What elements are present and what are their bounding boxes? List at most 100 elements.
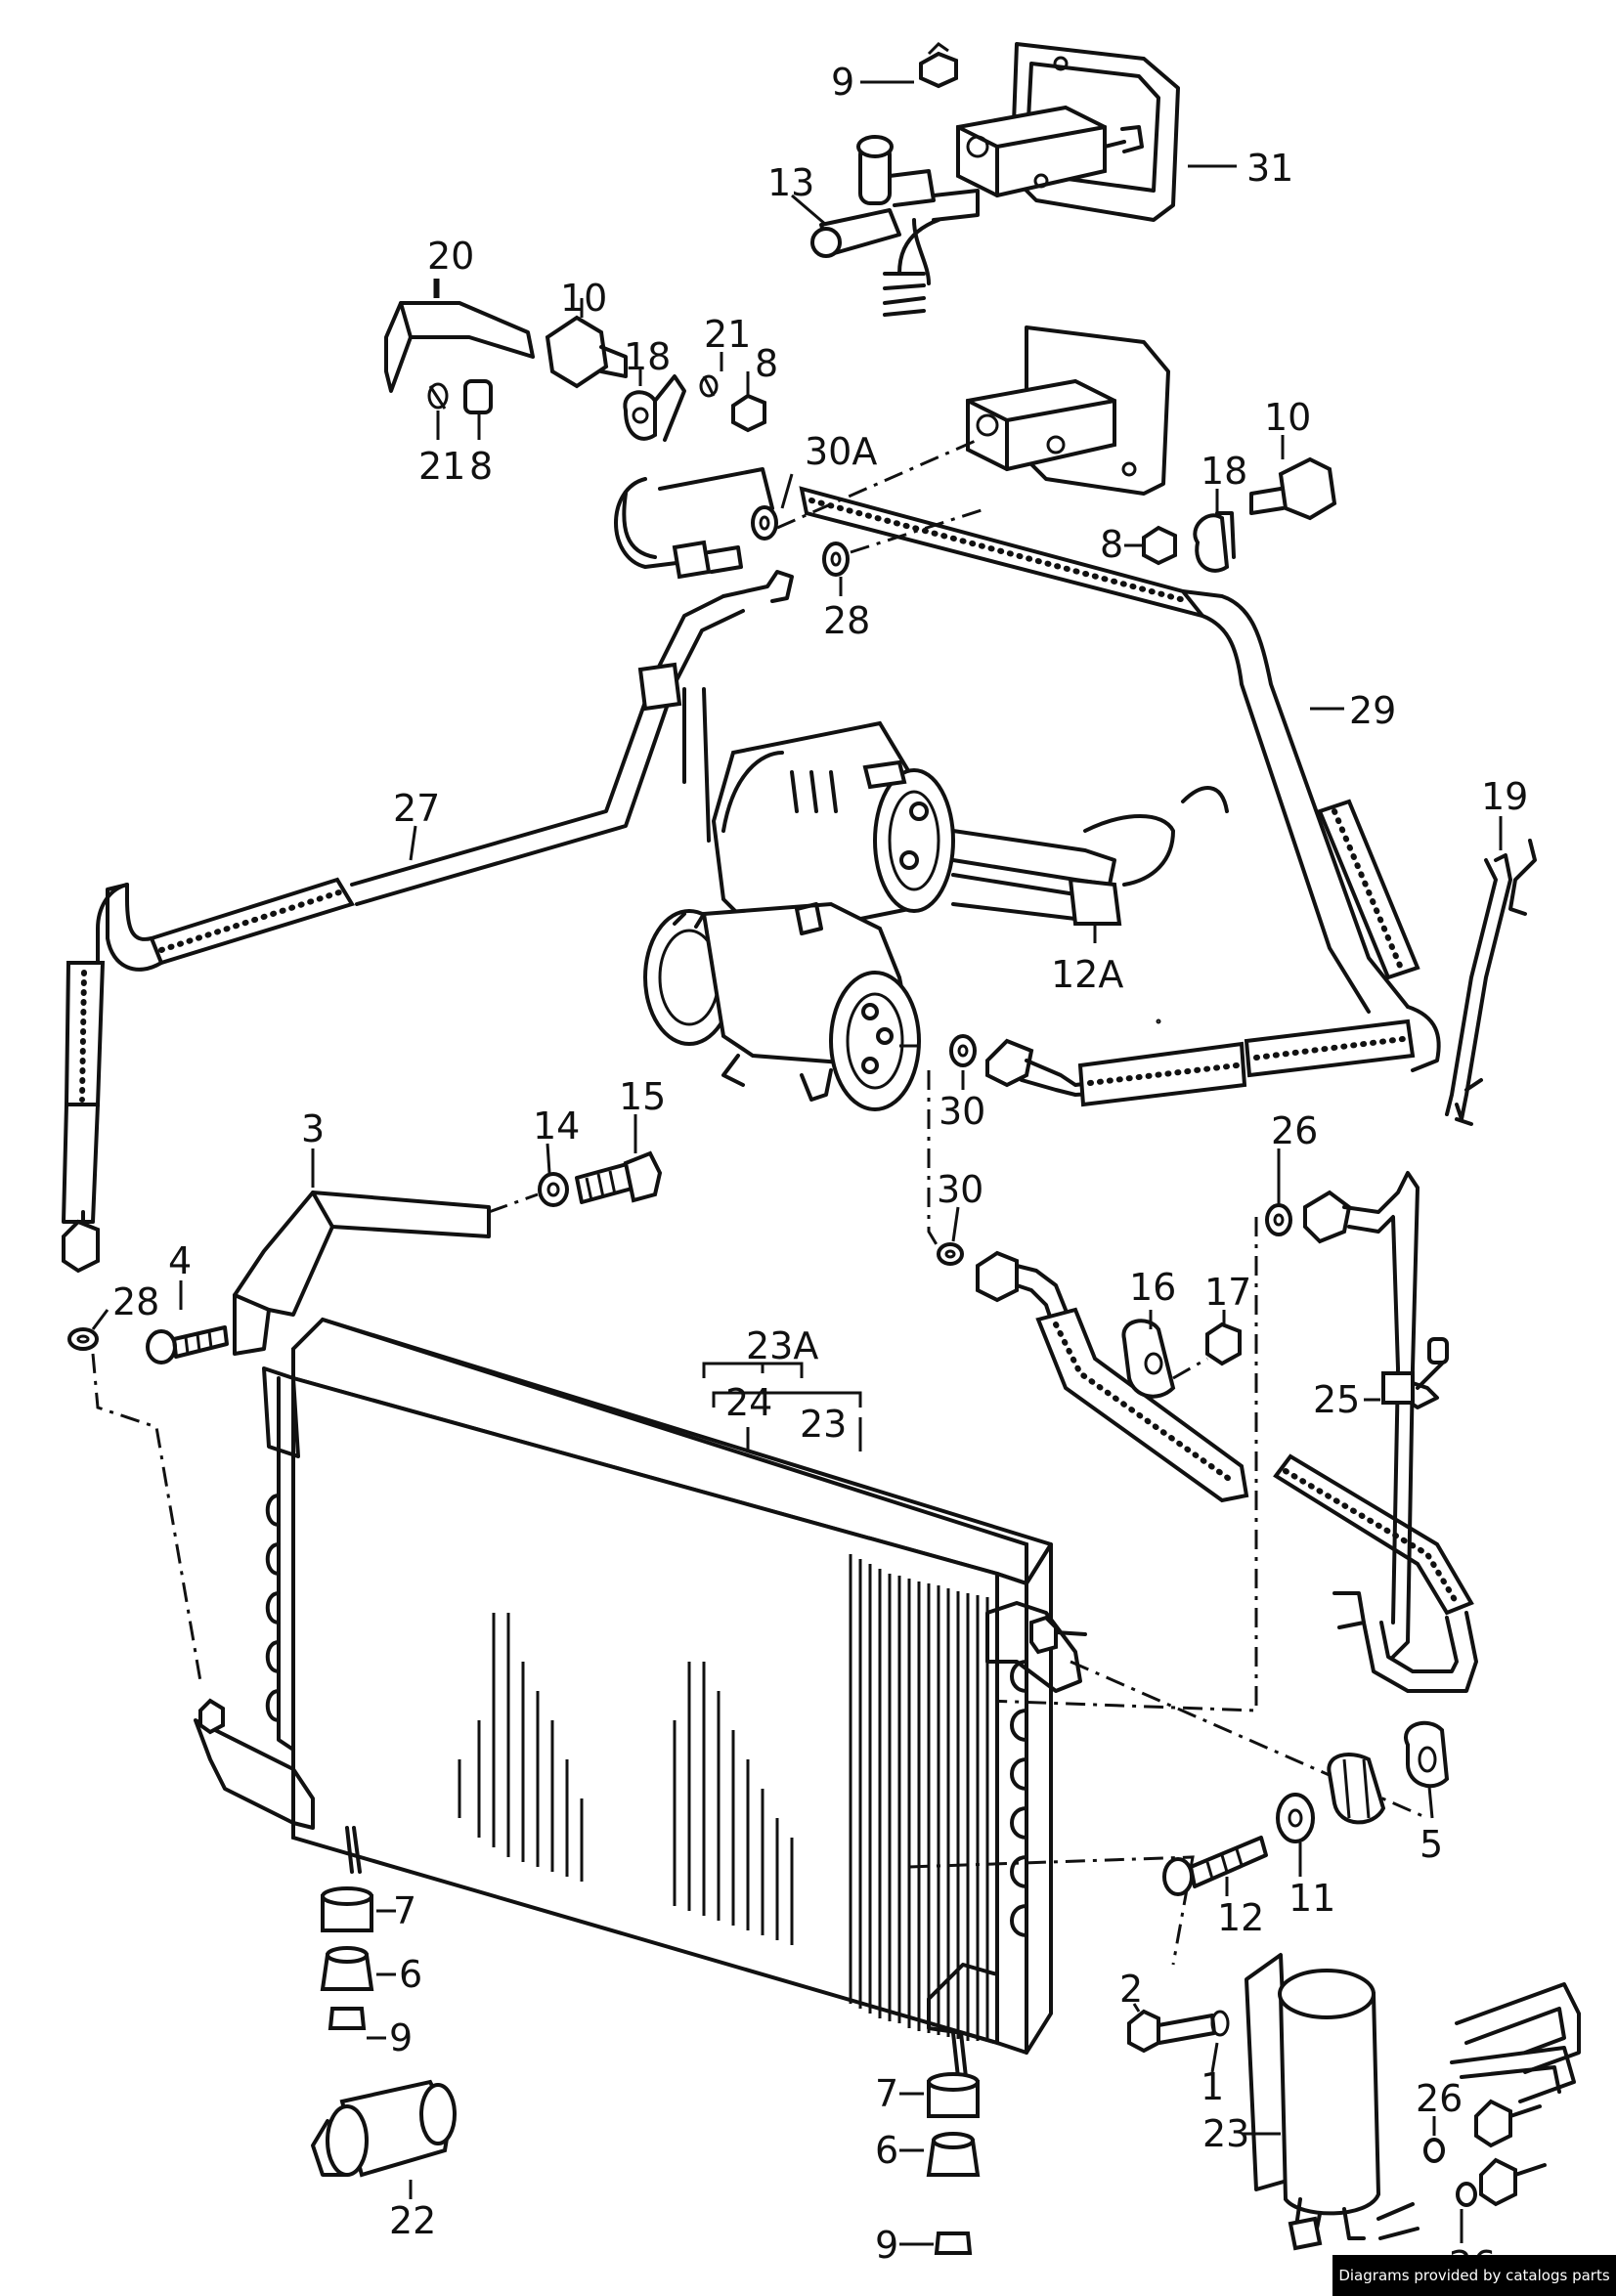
washer-30a (751, 505, 778, 541)
bracket-3 (233, 1191, 491, 1356)
callout-30: 30 (939, 1090, 985, 1133)
callout-5: 5 (1419, 1823, 1443, 1866)
pressure-switch-22 (311, 2079, 457, 2178)
nut-17 (1205, 1321, 1242, 1366)
callout-17: 17 (1204, 1271, 1251, 1314)
callout-28: 28 (823, 599, 870, 642)
callout-9: 9 (831, 61, 854, 104)
hook-19 (1445, 839, 1537, 1126)
pressure-switch-13 (810, 135, 980, 317)
dash-left (91, 1353, 202, 1682)
washer-30-lower (937, 1242, 964, 1266)
pipe-27 (62, 570, 794, 1274)
washer-1 (1210, 2010, 1230, 2037)
callout-11: 11 (1288, 1877, 1335, 1920)
callout-27: 27 (393, 787, 440, 830)
callout-30: 30 (937, 1168, 983, 1211)
callout-21: 21 (704, 313, 751, 356)
bushing-5 (1404, 1720, 1450, 1789)
leader-30a (780, 473, 794, 509)
callout-20: 20 (427, 235, 474, 278)
screw-12 (1162, 1836, 1268, 1896)
washer-28-top (822, 542, 850, 577)
callout-7: 7 (875, 2072, 898, 2115)
pipe-25 (1303, 1171, 1449, 1659)
callout-19: 19 (1481, 775, 1528, 818)
callout-26: 26 (1271, 1109, 1318, 1152)
callout-28: 28 (112, 1280, 159, 1323)
callout-31: 31 (1246, 147, 1293, 190)
compressor-lower (643, 901, 921, 1111)
nut-10-right (1249, 456, 1337, 521)
dash-14 (488, 1192, 539, 1214)
callout-6: 6 (875, 2129, 898, 2172)
callout-8: 8 (755, 342, 778, 385)
nut-8-low (463, 379, 493, 414)
callout-18: 18 (1201, 450, 1247, 493)
callout-4: 4 (168, 1239, 192, 1282)
dash-16-17 (1172, 1357, 1208, 1380)
callout-8: 8 (469, 445, 493, 488)
bracket-20 (384, 279, 535, 393)
callout-24: 24 (725, 1381, 772, 1424)
screw-4 (146, 1325, 229, 1365)
callout-16: 16 (1129, 1266, 1176, 1309)
credit-banner[interactable]: Diagrams provided by catalogs parts (1332, 2255, 1616, 2296)
leader-13 (791, 194, 827, 227)
clamp-near-25 (1332, 1591, 1366, 1629)
washer-28-left (67, 1327, 99, 1351)
callout-1: 1 (1201, 2065, 1224, 2108)
clip-18-left (623, 374, 686, 442)
callout-30a: 30A (805, 430, 877, 473)
leader-2 (1132, 2003, 1141, 2013)
dash-28 (850, 506, 988, 554)
callout-25: 25 (1313, 1378, 1360, 1421)
callout-9: 9 (875, 2224, 898, 2267)
dash-30a (776, 438, 979, 530)
washer-26-low (1456, 2182, 1477, 2207)
bushing-grommet (1327, 1753, 1386, 1825)
callout-10: 10 (1264, 396, 1311, 439)
callout-12: 12 (1217, 1896, 1264, 1939)
dash-receiver (908, 1855, 1195, 1966)
callout-14: 14 (533, 1105, 580, 1148)
callout-8: 8 (1100, 523, 1123, 566)
bolt-15 (575, 1150, 663, 1204)
leader-28b (91, 1309, 109, 1330)
compressor-upper (682, 687, 1229, 941)
nut-10-left (545, 315, 628, 389)
hose-lower (976, 1250, 1478, 1693)
leader-14 (546, 1143, 551, 1174)
callout-3: 3 (301, 1107, 325, 1150)
callout-22: 22 (389, 2199, 436, 2242)
expansion-valve-mid (966, 325, 1170, 496)
callout-12a: 12A (1051, 953, 1123, 996)
hose-29 (799, 486, 1441, 1072)
leader-30c (951, 1206, 960, 1242)
leader-27 (409, 825, 417, 861)
leader-5 (1427, 1786, 1434, 1819)
mount-stack-right (926, 2072, 981, 2255)
callout-7: 7 (393, 1889, 416, 1932)
dash-30c (927, 1070, 945, 1257)
washer-21-low (427, 382, 449, 410)
callout-15: 15 (619, 1075, 666, 1118)
callout-23a: 23A (746, 1324, 818, 1367)
callout-23: 23 (800, 1403, 847, 1446)
grommet-16 (1121, 1319, 1176, 1399)
callout-10: 10 (560, 277, 607, 320)
washer-26-mid (1423, 2138, 1445, 2163)
callout-13: 13 (767, 161, 814, 204)
nut-8-right (1142, 525, 1177, 566)
washer-14 (538, 1172, 569, 1207)
pipe-upper-left (614, 467, 774, 580)
nut-9-top (919, 42, 958, 89)
washer-26-top (1265, 1203, 1292, 1236)
leader-1 (1210, 2042, 1219, 2073)
hose-to-condenser-right (985, 1018, 1416, 1107)
callout-23: 23 (1202, 2112, 1249, 2155)
callout-21: 21 (418, 445, 465, 488)
clip-18-right (1193, 511, 1236, 573)
